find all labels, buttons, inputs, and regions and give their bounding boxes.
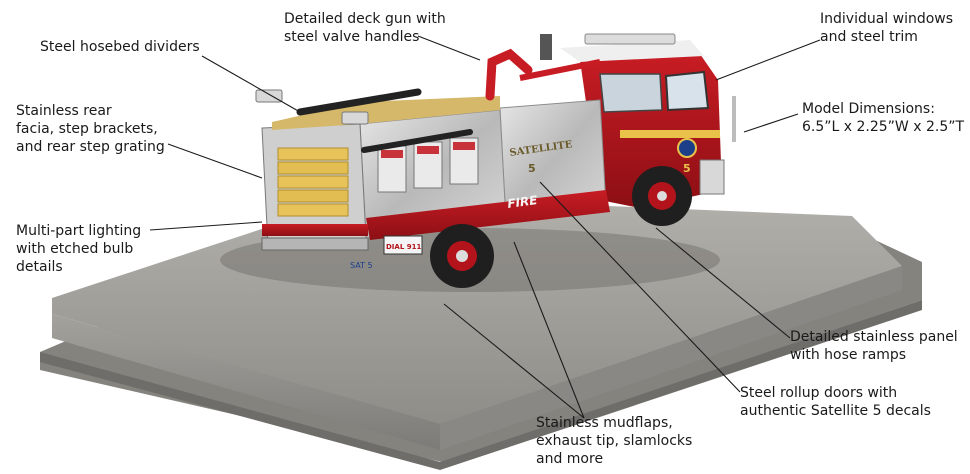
callout-line: exhaust tip, slamlocks (536, 433, 693, 449)
cab-stripe (620, 130, 720, 138)
base-top (52, 196, 902, 424)
callout-line: 6.5”L x 2.25”W x 2.5”T (802, 119, 965, 135)
callout-line: with hose ramps (790, 347, 907, 363)
callout-hosebed-dividers: Steel hosebed dividers (40, 38, 200, 56)
callout-line: and more (536, 451, 604, 467)
top-rail (296, 88, 422, 116)
callout-line: with etched bulb (16, 241, 134, 257)
callout-line: Steel hosebed dividers (40, 39, 200, 55)
rear-plate (383, 235, 423, 255)
callout-line: details (16, 259, 63, 275)
leader-lines (149, 35, 821, 419)
display-base (40, 196, 922, 470)
callout-line: steel valve handles (284, 29, 420, 45)
rear-red-band (262, 224, 368, 236)
rollup-doors (377, 137, 479, 193)
fire-truck (255, 33, 736, 288)
top-rail-2 (361, 129, 473, 153)
cab-door-emblem (677, 138, 697, 158)
callout-line: and steel trim (820, 29, 918, 45)
callout-line: Detailed deck gun with (284, 11, 446, 27)
base-front-right (440, 266, 902, 450)
callout-lighting: Multi-part lighting with etched bulb det… (16, 222, 141, 276)
cab-unit-number: 5 (683, 162, 691, 175)
hosebed (272, 96, 500, 130)
callout-line: Detailed stainless panel (790, 329, 958, 345)
callout-rear-facia: Stainless rear facia, step brackets, and… (16, 102, 165, 156)
hose-loads (277, 147, 349, 217)
mirror-bar (732, 96, 736, 142)
callout-line: authentic Satellite 5 decals (740, 403, 931, 419)
red-lower-trim (366, 190, 610, 240)
rear-light-left (255, 89, 283, 103)
front-wheel (632, 166, 692, 226)
light-bar (584, 33, 676, 45)
callout-dimensions: Model Dimensions: 6.5”L x 2.25”W x 2.5”T (802, 100, 964, 136)
callout-line: Steel rollup doors with (740, 385, 898, 401)
callout-line: facia, step brackets, (16, 121, 158, 137)
cab-roof (560, 40, 704, 62)
front-bumper (699, 159, 725, 195)
deck-gun (485, 34, 601, 101)
rear-plate-text: SAT 5 (350, 261, 373, 270)
base-front-left (52, 314, 440, 450)
callout-panel: Detailed stainless panel with hose ramps (790, 328, 958, 364)
callout-mudflaps: Stainless mudflaps, exhaust tip, slamloc… (536, 414, 692, 468)
side-decal-number: 5 (528, 162, 536, 175)
callout-line: Multi-part lighting (16, 223, 142, 239)
cab-window-side (599, 73, 663, 113)
rear-wheel (430, 224, 494, 288)
callout-line: Stainless mudflaps, (536, 415, 673, 431)
callout-rollup-doors: Steel rollup doors with authentic Satell… (740, 384, 931, 420)
callout-line: Model Dimensions: (802, 101, 935, 117)
callout-windows: Individual windows and steel trim (820, 10, 953, 46)
rear-placard-text: DIAL 911 (386, 243, 421, 251)
cab-window (664, 70, 710, 112)
rear-step (261, 237, 369, 251)
callout-line: Stainless rear (16, 103, 112, 119)
callout-line: Individual windows (820, 11, 954, 27)
side-fire-word: FIRE (506, 193, 539, 211)
callout-deck-gun: Detailed deck gun with steel valve handl… (284, 10, 446, 46)
rear-light-right (341, 111, 369, 125)
callout-line: and rear step grating (16, 139, 165, 155)
